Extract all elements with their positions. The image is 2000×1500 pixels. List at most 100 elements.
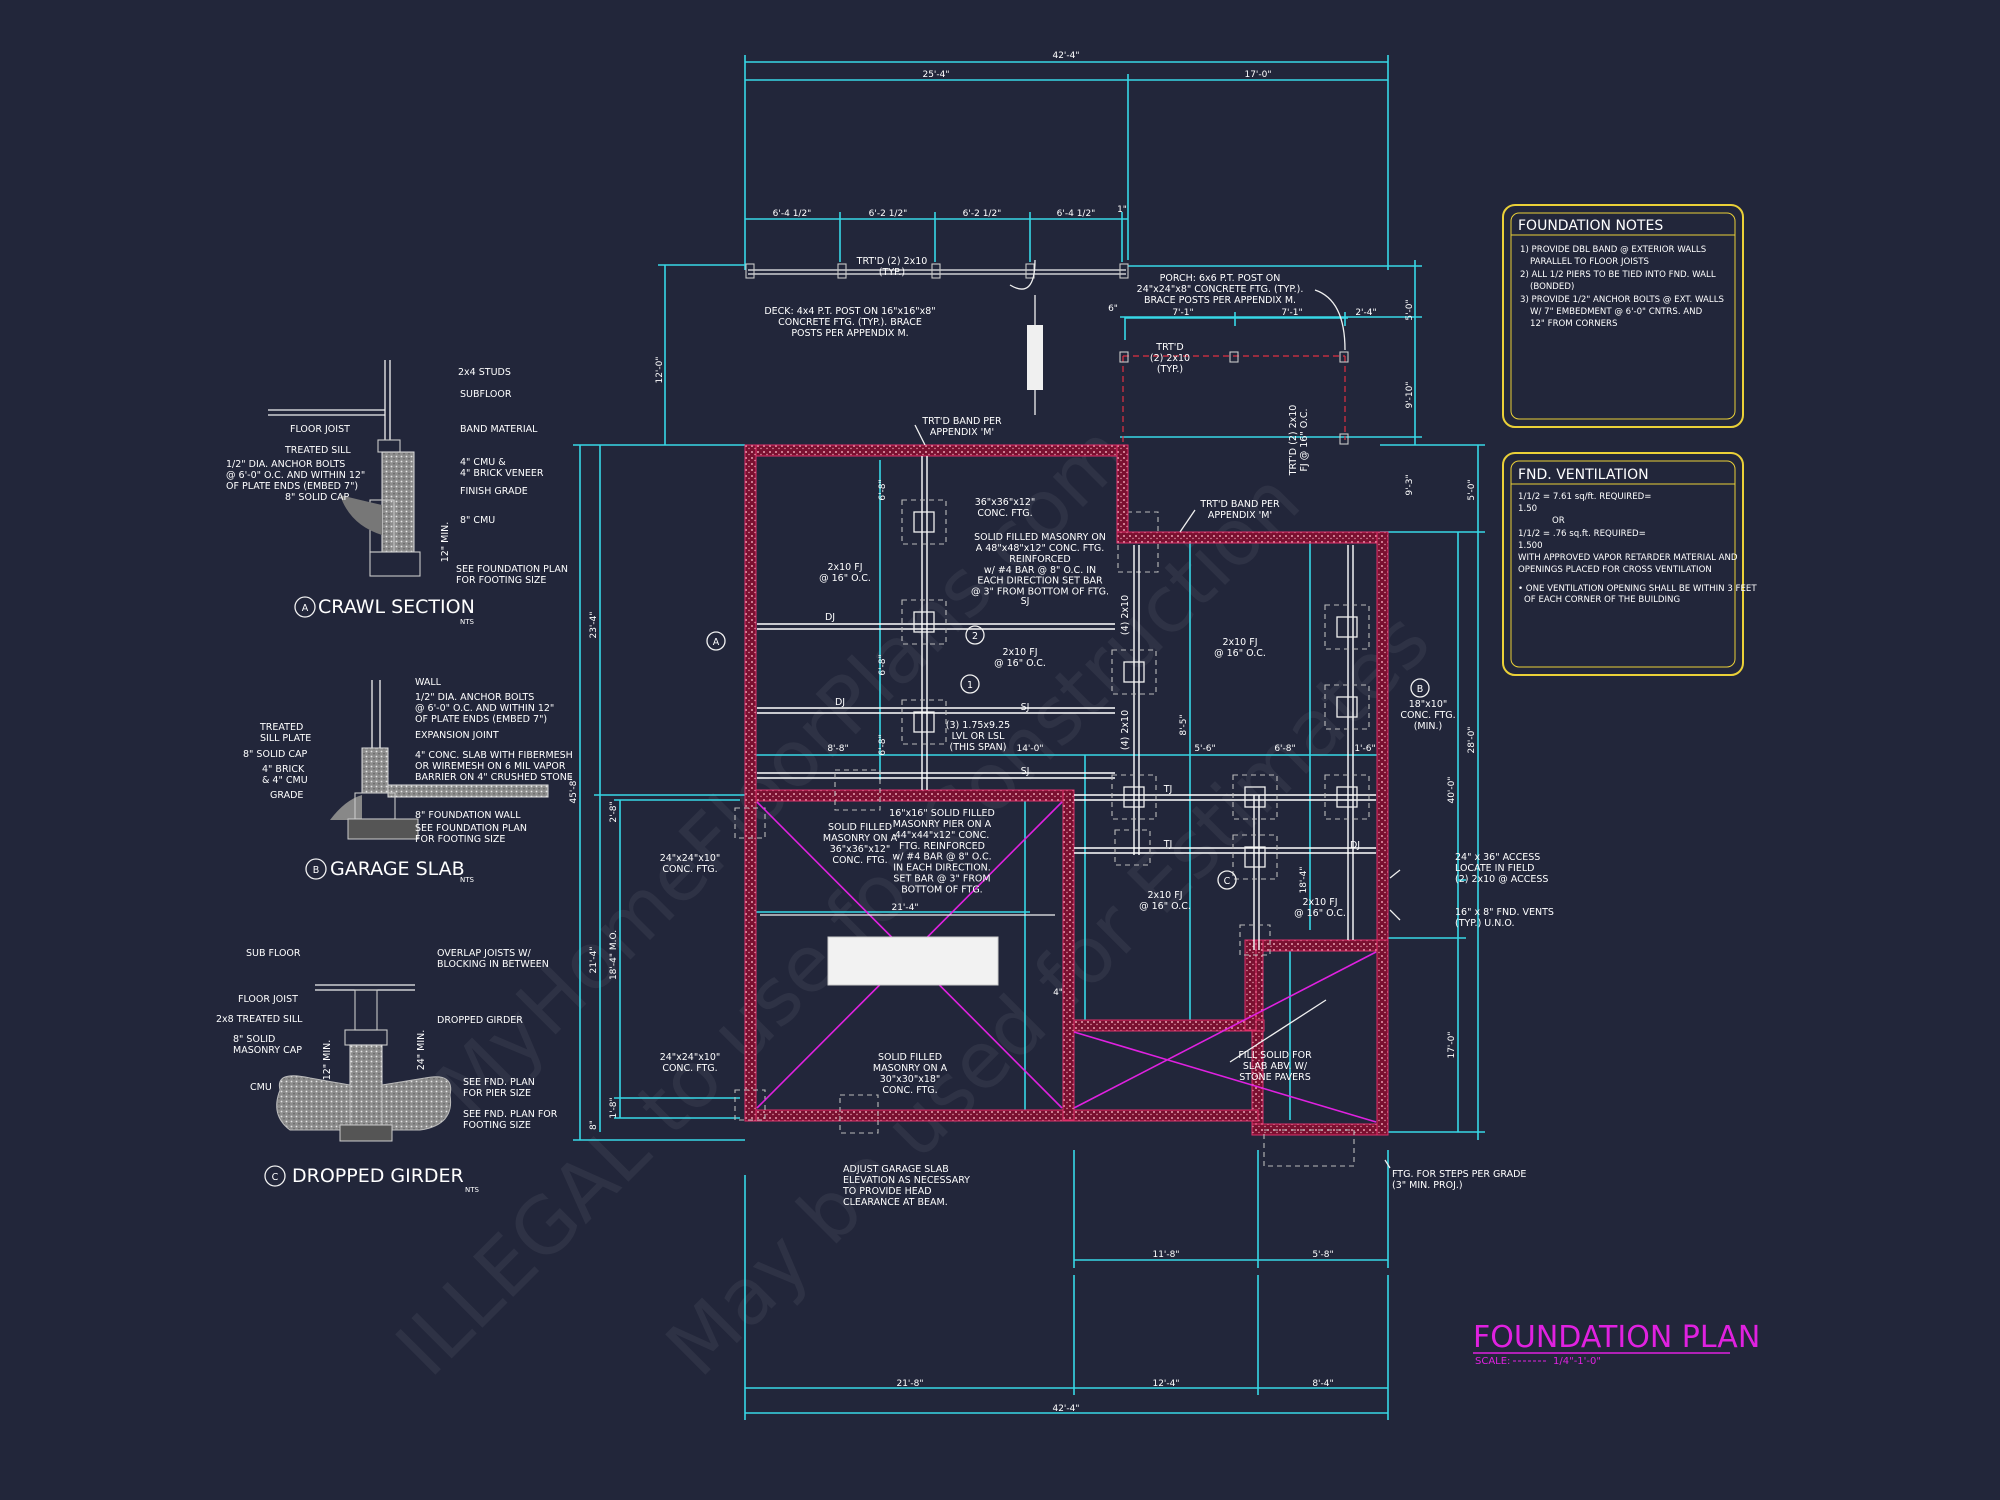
dim-left-overall: 45'-8" xyxy=(569,776,579,803)
drawing-title-block: FOUNDATION PLAN SCALE: 1/4"-1'-0" xyxy=(1473,1320,1760,1367)
label-steps: FTG. FOR STEPS PER GRADE(3" MIN. PROJ.) xyxy=(1392,1169,1526,1191)
watermark: MyHomeFloorPlans.com ILLEGAL to use for … xyxy=(380,408,1448,1393)
dim-porch-2: 7'-1" xyxy=(1281,308,1302,318)
section-tag-c xyxy=(1217,870,1237,890)
dim-int-2: 6'-8" xyxy=(878,654,888,675)
drawing-title: FOUNDATION PLAN xyxy=(1473,1320,1760,1355)
vent-line-8: • ONE VENTILATION OPENING SHALL BE WITHI… xyxy=(1518,584,1757,594)
dim-int-3: 6'-8" xyxy=(878,734,888,755)
girder-label-2: OVERLAP JOISTS W/BLOCKING IN BETWEEN xyxy=(437,948,549,970)
dim-left-small3: 8" xyxy=(589,1120,599,1130)
vent-line-9: OF EACH CORNER OF THE BUILDING xyxy=(1524,595,1680,605)
vent-line-4: 1/1/2 = .76 sq.ft. REQUIRED= xyxy=(1518,529,1646,539)
dim-porch-1: 7'-1" xyxy=(1172,308,1193,318)
section-tag-b xyxy=(1410,678,1430,698)
dim-left-garage-mo: 18'-4" M.O. xyxy=(609,930,619,980)
foundation-notes-box: FOUNDATION NOTES 1) PROVIDE DBL BAND @ E… xyxy=(1502,204,1744,428)
dim-top-overall: 42'-4" xyxy=(1052,51,1079,61)
notes-line-4: (BONDED) xyxy=(1530,282,1574,292)
label-fj-5: 2x10 FJ@ 16" O.C. xyxy=(1294,897,1346,919)
dim-deck-1: 6'-4 1/2" xyxy=(773,209,812,219)
drawing-scale-value: 1/4"-1'-0" xyxy=(1553,1356,1601,1367)
dim-deck-depth: 12'-0" xyxy=(655,356,665,383)
dim-porch-3: 2'-4" xyxy=(1355,308,1376,318)
label-tag-b: B xyxy=(1417,684,1424,695)
garage-tag: B xyxy=(313,865,320,876)
detail-dropped-girder: C DROPPED GIRDER NTS SUB FLOOR OVERLAP J… xyxy=(216,948,558,1194)
dim-top-right: 17'-0" xyxy=(1244,70,1271,80)
vent-line-3: OR xyxy=(1552,516,1565,526)
vent-line-7: OPENINGS PLACED FOR CROSS VENTILATION xyxy=(1518,565,1712,575)
dimension-lines xyxy=(573,55,1485,1420)
girder-label-3: FLOOR JOIST xyxy=(238,994,298,1005)
label-dj-3: DJ xyxy=(1350,840,1360,851)
garage-label-5: 8" SOLID CAP xyxy=(243,749,308,760)
dimension-labels: 42'-4" 25'-4" 17'-0" 6'-4 1/2" 6'-2 1/2"… xyxy=(569,51,1477,1414)
label-tj-2: TJ xyxy=(1163,839,1173,850)
dim-right-overall2: 40'-0" xyxy=(1447,776,1457,803)
garage-slab xyxy=(756,801,1377,1123)
girder-title: DROPPED GIRDER xyxy=(292,1165,464,1187)
garage-label-8: GRADE xyxy=(270,790,303,801)
notes-line-2: PARALLEL TO FLOOR JOISTS xyxy=(1530,257,1649,267)
girder-label-7: 24" MIN. xyxy=(416,1030,427,1071)
label-fj-3: 2x10 FJ@ 16" O.C. xyxy=(1214,637,1266,659)
girder-label-8: 12" MIN. xyxy=(322,1040,333,1081)
garage-label-4: EXPANSION JOINT xyxy=(415,730,499,741)
dim-int-9: 21'-4" xyxy=(891,903,918,913)
crawl-tag: A xyxy=(302,603,309,614)
piers xyxy=(734,499,1370,1167)
ventilation-box: FND. VENTILATION 1/1/2 = 7.61 sq/ft. REQ… xyxy=(1502,452,1757,676)
notes-line-6: W/ 7" EMBEDMENT @ 6'-0" CNTRS. AND xyxy=(1530,307,1703,317)
label-ftg-18: 18"x10"CONC. FTG.(MIN.) xyxy=(1400,699,1455,732)
label-fj-4: 2x10 FJ@ 16" O.C. xyxy=(1139,890,1191,912)
dim-int-5: 6'-8" xyxy=(1274,744,1295,754)
dim-deck-3: 6'-2 1/2" xyxy=(963,209,1002,219)
label-sj-2: SJ xyxy=(1021,702,1030,713)
dim-right-4: 5'-0" xyxy=(1467,479,1477,500)
label-vents: 16" x 8" FND. VENTS(TYP.) U.N.O. xyxy=(1455,907,1554,929)
label-tag-1: 1 xyxy=(967,680,973,691)
label-tag-2: 2 xyxy=(972,631,978,642)
label-dj-2: DJ xyxy=(835,697,845,708)
dim-deck-2: 6'-2 1/2" xyxy=(869,209,908,219)
vent-title: FND. VENTILATION xyxy=(1518,467,1649,483)
plan-annotations: TRT'D (2) 2x10(TYP.) DECK: 4x4 P.T. POST… xyxy=(660,256,1554,1208)
dim-left-small2: 1'-8" xyxy=(609,1097,619,1118)
dim-bot-mid-1: 11'-8" xyxy=(1152,1250,1179,1260)
crawl-label-11: 12" MIN. xyxy=(440,522,451,563)
detail-crawl-section: A CRAWL SECTION NTS 2x4 STUDS SUBFLOOR F… xyxy=(226,360,568,626)
label-fj-2: 2x10 FJ@ 16" O.C. xyxy=(994,647,1046,669)
notes-line-1: 1) PROVIDE DBL BAND @ EXTERIOR WALLS xyxy=(1520,245,1706,255)
label-ftg-36: 36"x36"x12"CONC. FTG. xyxy=(975,497,1036,519)
vent-line-6: WITH APPROVED VAPOR RETARDER MATERIAL AN… xyxy=(1518,553,1738,563)
garage-label-1: WALL xyxy=(415,677,442,688)
section-tag-a xyxy=(706,631,726,651)
dim-bot-mid-2: 5'-8" xyxy=(1312,1250,1333,1260)
dim-int-11: 18'-4" xyxy=(1299,866,1309,893)
girder-label-1: SUB FLOOR xyxy=(246,948,301,959)
dim-bot-1: 21'-8" xyxy=(896,1379,923,1389)
notes-line-3: 2) ALL 1/2 PIERS TO BE TIED INTO FND. WA… xyxy=(1520,270,1716,280)
dim-right-2: 9'-10" xyxy=(1405,381,1415,408)
crawl-label-5: TREATED SILL xyxy=(284,445,351,456)
label-dj-vert: (4) 2x10 xyxy=(1120,595,1131,635)
dim-right-overall: 28'-0" xyxy=(1467,726,1477,753)
crawl-label-10: 8" CMU xyxy=(460,515,495,526)
dim-right-3: 9'-3" xyxy=(1405,474,1415,495)
dim-bot-3: 8'-4" xyxy=(1312,1379,1333,1389)
section-tag-2 xyxy=(965,625,985,645)
label-trtd-vert: TRT'D (2) 2x10FJ @ 16" O.C. xyxy=(1288,405,1310,477)
dim-deck-4: 6'-4 1/2" xyxy=(1057,209,1096,219)
label-dj-vert2: (4) 2x10 xyxy=(1120,710,1131,750)
crawl-label-1: 2x4 STUDS xyxy=(458,367,511,378)
